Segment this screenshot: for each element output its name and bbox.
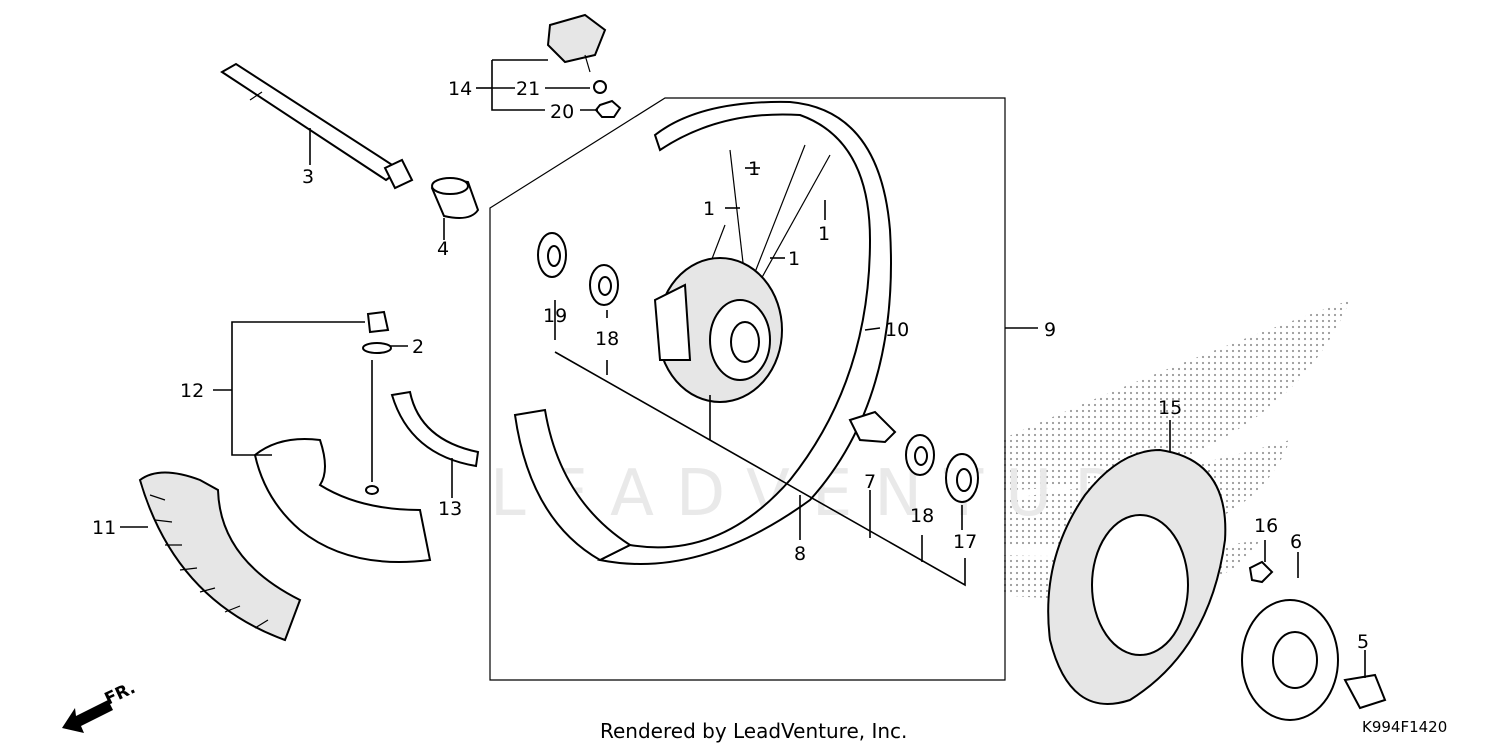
callout-12: 12 [180, 380, 204, 402]
leader-lines [120, 59, 1366, 678]
bearing-18-right [905, 434, 935, 476]
callout-18-left: 18 [595, 328, 619, 350]
sprocket-holder-part [1241, 599, 1339, 721]
callout-4: 4 [437, 238, 449, 260]
axle-spacer-part [430, 177, 480, 219]
collar-7 [848, 410, 897, 444]
callout-7: 7 [864, 471, 876, 493]
footer-credit: Rendered by LeadVenture, Inc. [600, 719, 907, 743]
callout-16: 16 [1254, 515, 1278, 537]
callout-6: 6 [1290, 531, 1302, 553]
rim-part [513, 100, 892, 565]
side-collar-part [1343, 673, 1387, 710]
callout-20: 20 [550, 101, 574, 123]
callout-1c: 1 [818, 223, 830, 245]
callout-18-right: 18 [910, 505, 934, 527]
brake-disc-part [1047, 448, 1227, 705]
tire-part [138, 471, 302, 642]
callout-21: 21 [516, 78, 540, 100]
callout-1b: 1 [703, 198, 715, 220]
bearing-18-left [589, 264, 619, 306]
axle-part [220, 62, 414, 190]
dust-seal-17 [945, 453, 979, 503]
valve-cap-part [362, 310, 392, 354]
front-direction-arrow: FR. [62, 678, 139, 733]
callout-14: 14 [448, 78, 472, 100]
direction-label: FR. [102, 678, 139, 709]
callout-2: 2 [412, 336, 424, 358]
callout-13: 13 [438, 498, 462, 520]
disc-bolt-part [1248, 560, 1274, 584]
hub-part [653, 257, 783, 403]
rim-band-part [390, 390, 480, 468]
wheel-assembly-frame [489, 97, 1006, 681]
callout-5: 5 [1357, 631, 1369, 653]
callout-17: 17 [953, 531, 977, 553]
callout-1d: 1 [788, 248, 800, 270]
callout-11: 11 [92, 517, 116, 539]
callout-labels: 1 1 1 1 2 3 4 5 6 7 8 9 10 11 12 13 14 1… [92, 78, 1369, 653]
callout-3: 3 [302, 166, 314, 188]
callout-1a: 1 [748, 158, 760, 180]
callout-10: 10 [885, 319, 909, 341]
watermark-text: LEADVENTURE [490, 457, 1203, 531]
callout-9: 9 [1044, 319, 1056, 341]
diagram-code: K994F1420 [1362, 718, 1447, 736]
callout-8: 8 [794, 543, 806, 565]
dust-seal-19 [537, 232, 567, 278]
callout-15: 15 [1158, 397, 1182, 419]
inner-tube-part [253, 438, 432, 563]
callout-19: 19 [543, 305, 567, 327]
